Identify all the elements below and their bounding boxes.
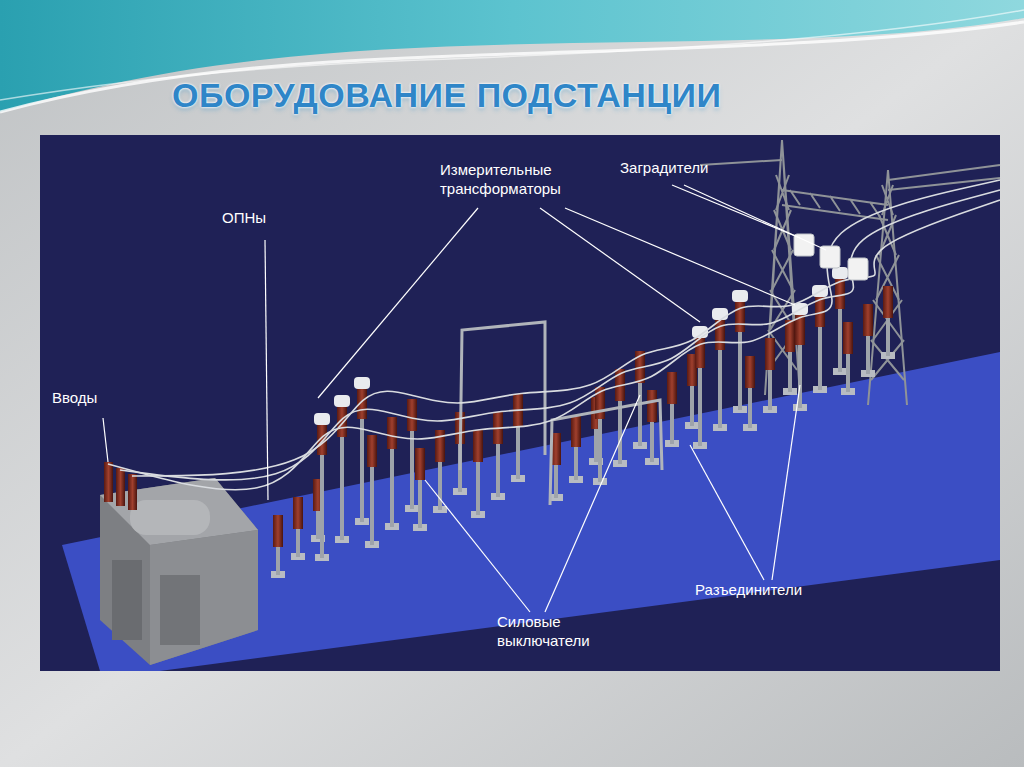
apparatus-post bbox=[665, 372, 679, 447]
callout-label: ОПНы bbox=[222, 208, 312, 227]
switchgear-apparatus bbox=[271, 267, 895, 578]
power-transformer bbox=[100, 462, 258, 665]
apparatus-post bbox=[763, 338, 777, 413]
wire bbox=[120, 190, 1000, 480]
callout-label: Заградители bbox=[620, 158, 760, 177]
floor-plane bbox=[62, 352, 1000, 671]
slide-title: ОБОРУДОВАНИЕ ПОДСТАНЦИИ bbox=[172, 76, 722, 115]
callout-box: Вводы bbox=[52, 388, 142, 407]
apparatus-post bbox=[593, 387, 607, 485]
apparatus-post bbox=[511, 394, 525, 482]
busbar-wires bbox=[108, 180, 1000, 490]
apparatus-post bbox=[491, 412, 505, 500]
wire bbox=[108, 180, 1000, 490]
title-box: ОБОРУДОВАНИЕ ПОДСТАНЦИИ bbox=[172, 76, 722, 115]
callout-box: Заградители bbox=[620, 158, 760, 177]
portal-towers bbox=[700, 140, 1000, 405]
apparatus-post bbox=[743, 356, 757, 431]
leader-lines bbox=[103, 185, 826, 612]
apparatus-post bbox=[471, 430, 485, 518]
apparatus-post bbox=[271, 515, 285, 578]
apparatus-post bbox=[385, 417, 399, 530]
apparatus-post bbox=[841, 322, 855, 395]
callout-box: ОПНы bbox=[222, 208, 312, 227]
apparatus-post bbox=[569, 415, 583, 483]
apparatus-post bbox=[291, 497, 305, 560]
apparatus-post bbox=[881, 286, 895, 359]
apparatus-post bbox=[413, 448, 427, 531]
apparatus-post bbox=[433, 430, 447, 513]
callout-label: Разъединители bbox=[695, 580, 855, 599]
wire bbox=[132, 200, 1000, 476]
callout-label: Силовые выключатели bbox=[497, 612, 607, 650]
apparatus-post bbox=[783, 320, 797, 395]
callout-box: Измерительные трансформаторы bbox=[440, 160, 600, 198]
apparatus-post bbox=[861, 304, 875, 377]
callout-label: Измерительные трансформаторы bbox=[440, 160, 600, 198]
callout-box: Разъединители bbox=[695, 580, 855, 599]
apparatus-post bbox=[365, 435, 379, 548]
apparatus-post bbox=[633, 351, 647, 449]
callout-label: Вводы bbox=[52, 388, 142, 407]
scene-panel bbox=[40, 135, 1000, 671]
callout-box: Силовые выключатели bbox=[497, 612, 607, 650]
